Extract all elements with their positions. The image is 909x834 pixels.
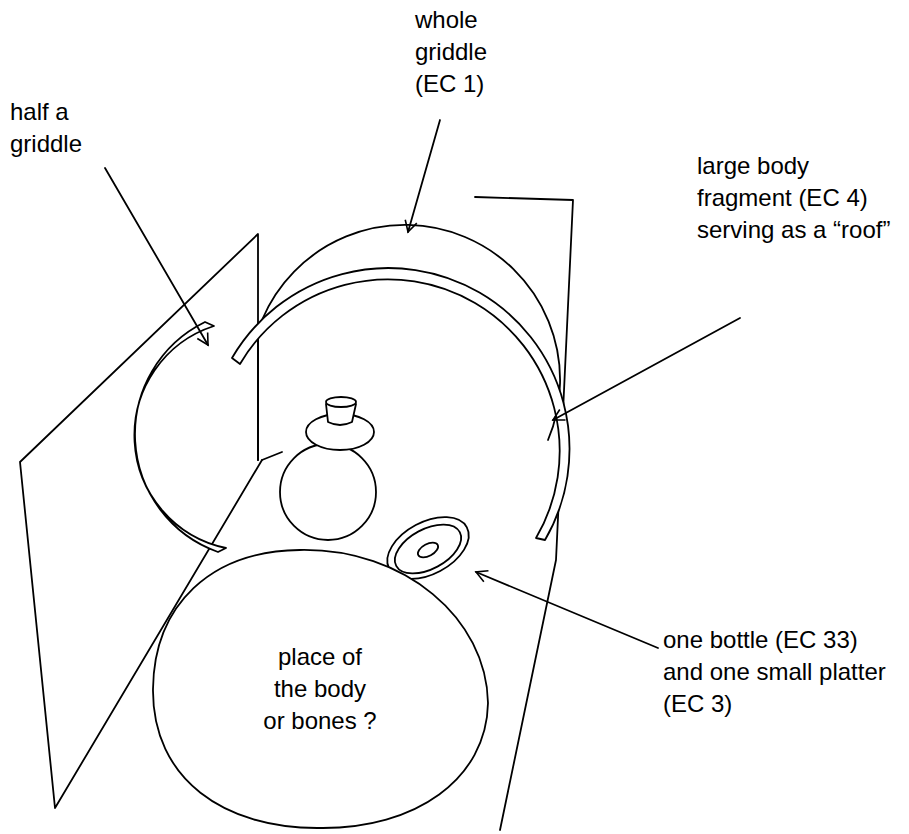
callout-label: one bottle (EC 33) and one small platter… bbox=[663, 624, 895, 720]
pit-floor bbox=[262, 452, 282, 460]
roof-fragment bbox=[232, 268, 570, 540]
leader-line bbox=[476, 572, 658, 648]
leader-line bbox=[408, 120, 440, 232]
leader-line bbox=[553, 318, 740, 420]
whole-griddle-edge bbox=[257, 330, 259, 460]
area-label: place of the body or bones ? bbox=[261, 641, 379, 737]
burial-area: place of the body or bones ? bbox=[150, 548, 490, 830]
half-griddle bbox=[134, 322, 226, 552]
bottle bbox=[280, 444, 376, 540]
leader-line bbox=[105, 168, 208, 345]
callout-label: large body fragment (EC 4) serving as a … bbox=[697, 150, 893, 246]
small-platter-foot bbox=[415, 540, 440, 561]
callout-label: half a griddle bbox=[10, 96, 120, 160]
bottle-mouth bbox=[326, 397, 356, 407]
callout-label: whole griddle (EC 1) bbox=[415, 4, 503, 100]
